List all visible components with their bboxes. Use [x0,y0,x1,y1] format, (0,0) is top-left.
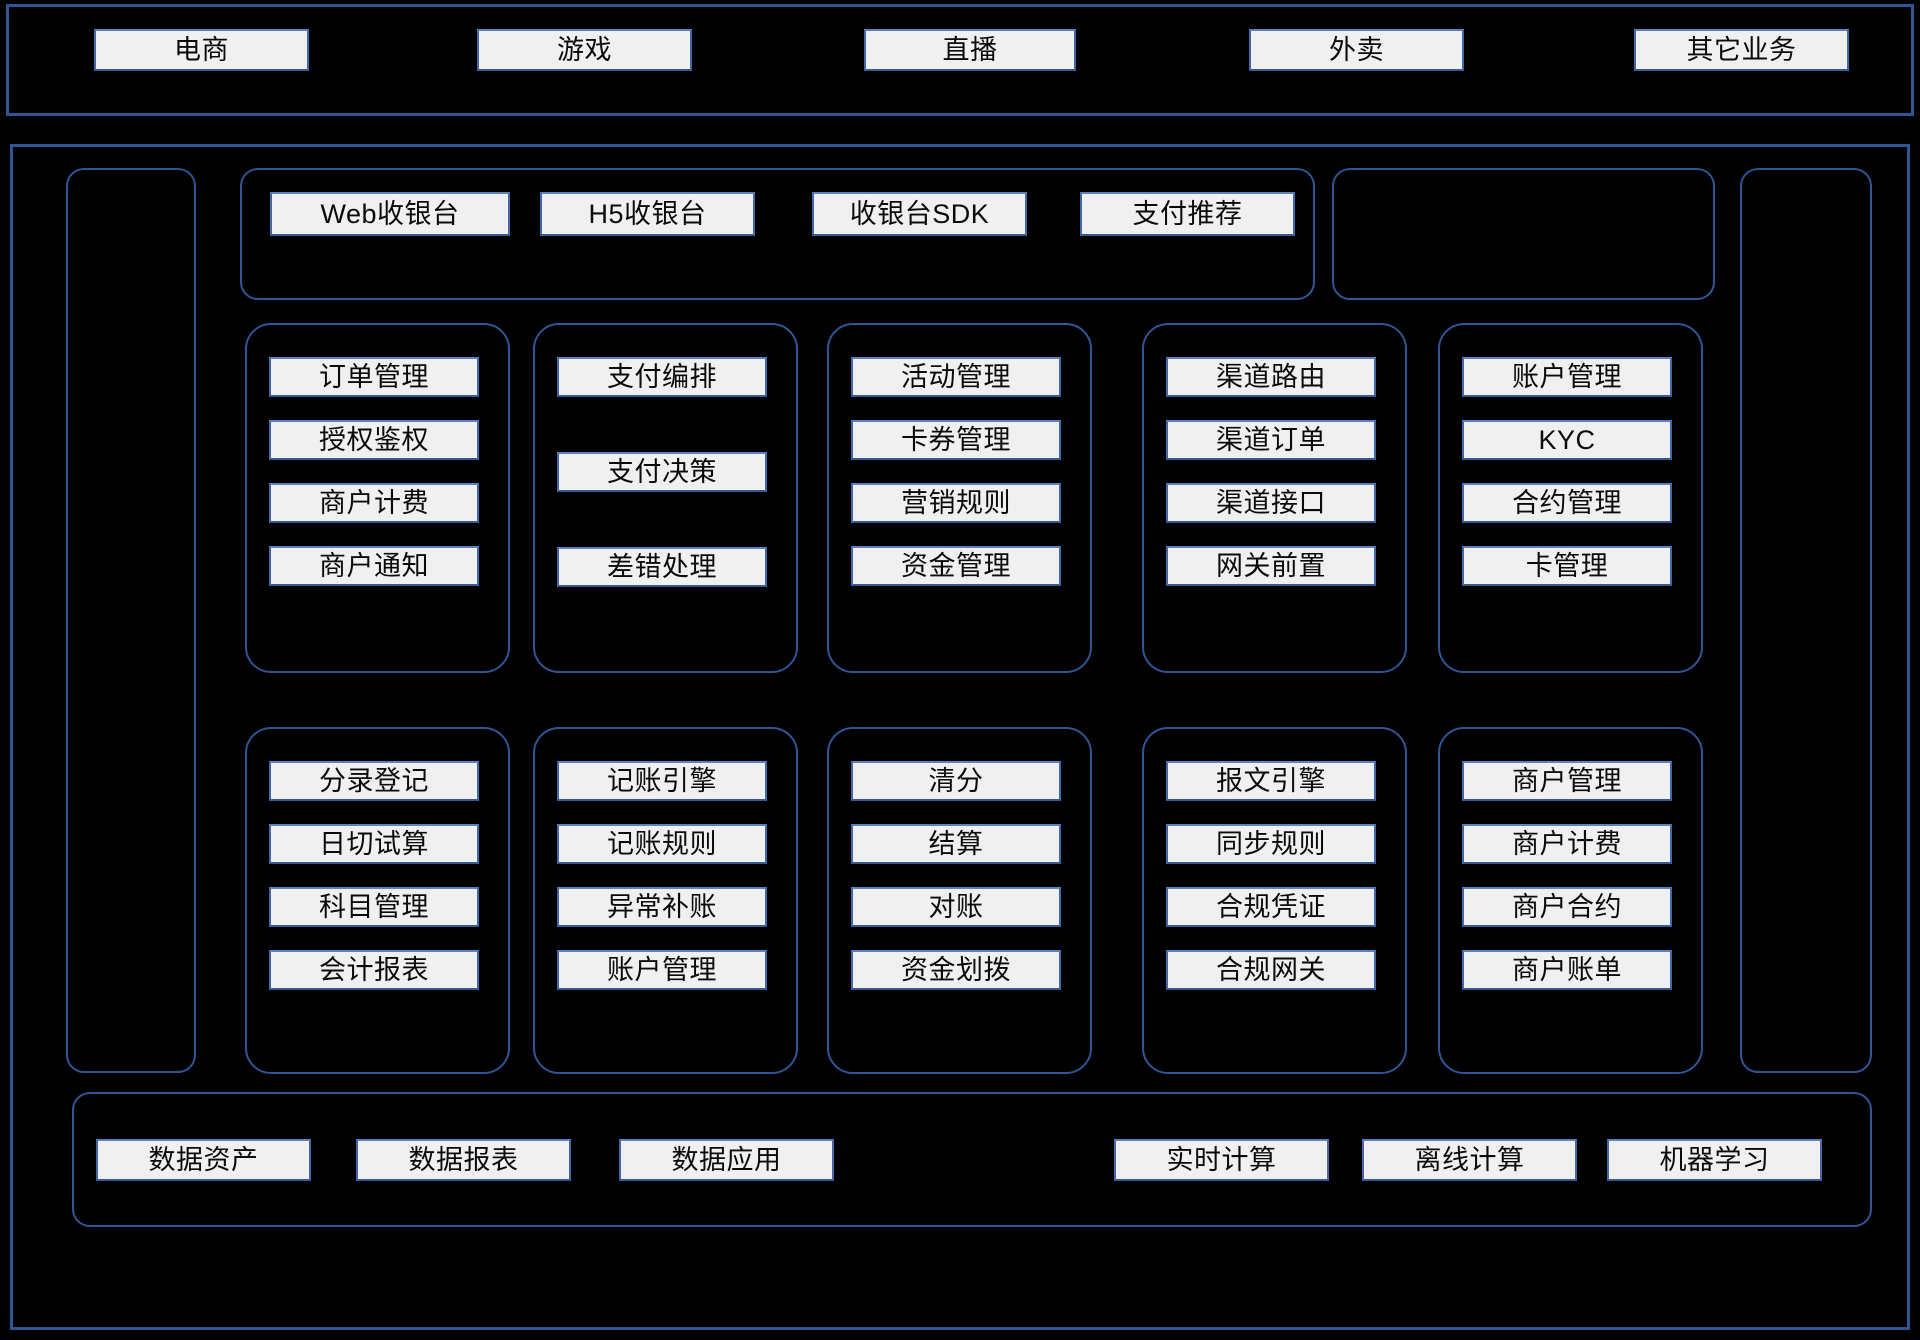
capability-chip-row1-2-1[interactable]: 支付编排 [557,357,767,397]
capability-group-row1-1: 订单管理授权鉴权商户计费商户通知 [245,323,510,673]
capability-chip-row1-5-2[interactable]: KYC [1462,420,1672,460]
data-platform-chip-5[interactable]: 机器学习 [1607,1139,1822,1181]
capability-chip-row1-3-2[interactable]: 卡券管理 [851,420,1061,460]
capability-chip-row2-2-1[interactable]: 记账引擎 [557,761,767,801]
left-rail-panel [66,168,196,1073]
capability-chip-row1-4-3[interactable]: 渠道接口 [1166,483,1376,523]
capability-chip-row1-1-2[interactable]: 授权鉴权 [269,420,479,460]
capability-chip-row1-4-1[interactable]: 渠道路由 [1166,357,1376,397]
capability-chip-row1-2-3[interactable]: 差错处理 [557,547,767,587]
business-access-band: 电商 游戏 直播 外卖 其它业务 [6,4,1914,116]
capability-group-row1-3: 活动管理卡券管理营销规则资金管理 [827,323,1092,673]
capability-chip-row1-4-2[interactable]: 渠道订单 [1166,420,1376,460]
data-platform-chip-1[interactable]: 数据报表 [356,1139,571,1181]
capability-group-row2-4: 报文引擎同步规则合规凭证合规网关 [1142,727,1407,1074]
business-chip-2[interactable]: 直播 [864,29,1076,71]
capability-chip-row2-2-3[interactable]: 异常补账 [557,887,767,927]
capability-chip-row1-1-1[interactable]: 订单管理 [269,357,479,397]
capability-chip-row2-4-4[interactable]: 合规网关 [1166,950,1376,990]
data-platform-chip-4[interactable]: 离线计算 [1362,1139,1577,1181]
cashier-chip-1[interactable]: H5收银台 [540,192,755,236]
capability-group-row1-4: 渠道路由渠道订单渠道接口网关前置 [1142,323,1407,673]
capability-chip-row2-4-1[interactable]: 报文引擎 [1166,761,1376,801]
cashier-chip-2[interactable]: 收银台SDK [812,192,1027,236]
capability-chip-row1-5-1[interactable]: 账户管理 [1462,357,1672,397]
capability-group-row1-5: 账户管理 KYC 合约管理卡管理 [1438,323,1703,673]
capability-chip-row2-4-3[interactable]: 合规凭证 [1166,887,1376,927]
data-platform-chip-3[interactable]: 实时计算 [1114,1139,1329,1181]
capability-chip-row2-2-4[interactable]: 账户管理 [557,950,767,990]
cashier-chip-3[interactable]: 支付推荐 [1080,192,1295,236]
capability-chip-row2-1-3[interactable]: 科目管理 [269,887,479,927]
capability-group-row2-5: 商户管理商户计费商户合约商户账单 [1438,727,1703,1074]
capability-chip-row1-4-4[interactable]: 网关前置 [1166,546,1376,586]
capability-chip-row2-3-1[interactable]: 清分 [851,761,1061,801]
cashier-chip-0[interactable]: Web收银台 [270,192,510,236]
capability-chip-row1-5-3[interactable]: 合约管理 [1462,483,1672,523]
business-band-inner: 电商 游戏 直播 外卖 其它业务 [9,7,1911,113]
capability-chip-row1-2-2[interactable]: 支付决策 [557,452,767,492]
capability-chip-row2-5-3[interactable]: 商户合约 [1462,887,1672,927]
capability-chip-row2-5-1[interactable]: 商户管理 [1462,761,1672,801]
business-chip-1[interactable]: 游戏 [477,29,692,71]
data-platform-chip-2[interactable]: 数据应用 [619,1139,834,1181]
cashier-panel: Web收银台 H5收银台 收银台SDK 支付推荐 [240,168,1315,300]
capability-chip-row2-5-4[interactable]: 商户账单 [1462,950,1672,990]
capability-chip-row2-2-2[interactable]: 记账规则 [557,824,767,864]
capability-chip-row1-5-4[interactable]: 卡管理 [1462,546,1672,586]
capability-chip-row2-5-2[interactable]: 商户计费 [1462,824,1672,864]
capability-chip-row1-3-3[interactable]: 营销规则 [851,483,1061,523]
capability-group-row1-2: 支付编排支付决策差错处理 [533,323,798,673]
business-chip-4[interactable]: 其它业务 [1634,29,1849,71]
capability-group-row2-2: 记账引擎记账规则异常补账账户管理 [533,727,798,1074]
data-platform-chip-0[interactable]: 数据资产 [96,1139,311,1181]
capability-group-row2-1: 分录登记日切试算科目管理会计报表 [245,727,510,1074]
capability-chip-row2-3-2[interactable]: 结算 [851,824,1061,864]
business-chip-3[interactable]: 外卖 [1249,29,1464,71]
capability-chip-row1-1-3[interactable]: 商户计费 [269,483,479,523]
data-platform-panel: 数据资产 数据报表 数据应用 实时计算离线计算机器学习 [72,1092,1872,1227]
capability-chip-row1-3-4[interactable]: 资金管理 [851,546,1061,586]
capability-chip-row1-1-4[interactable]: 商户通知 [269,546,479,586]
right-rail-panel [1740,168,1872,1073]
capability-chip-row2-1-2[interactable]: 日切试算 [269,824,479,864]
capability-chip-row2-1-1[interactable]: 分录登记 [269,761,479,801]
capability-chip-row2-4-2[interactable]: 同步规则 [1166,824,1376,864]
capability-chip-row2-3-4[interactable]: 资金划拨 [851,950,1061,990]
platform-frame [10,144,1910,1330]
capability-chip-row2-3-3[interactable]: 对账 [851,887,1061,927]
business-chip-0[interactable]: 电商 [94,29,309,71]
gateway-panel [1332,168,1715,300]
capability-chip-row1-3-1[interactable]: 活动管理 [851,357,1061,397]
capability-chip-row2-1-4[interactable]: 会计报表 [269,950,479,990]
capability-group-row2-3: 清分结算对账资金划拨 [827,727,1092,1074]
